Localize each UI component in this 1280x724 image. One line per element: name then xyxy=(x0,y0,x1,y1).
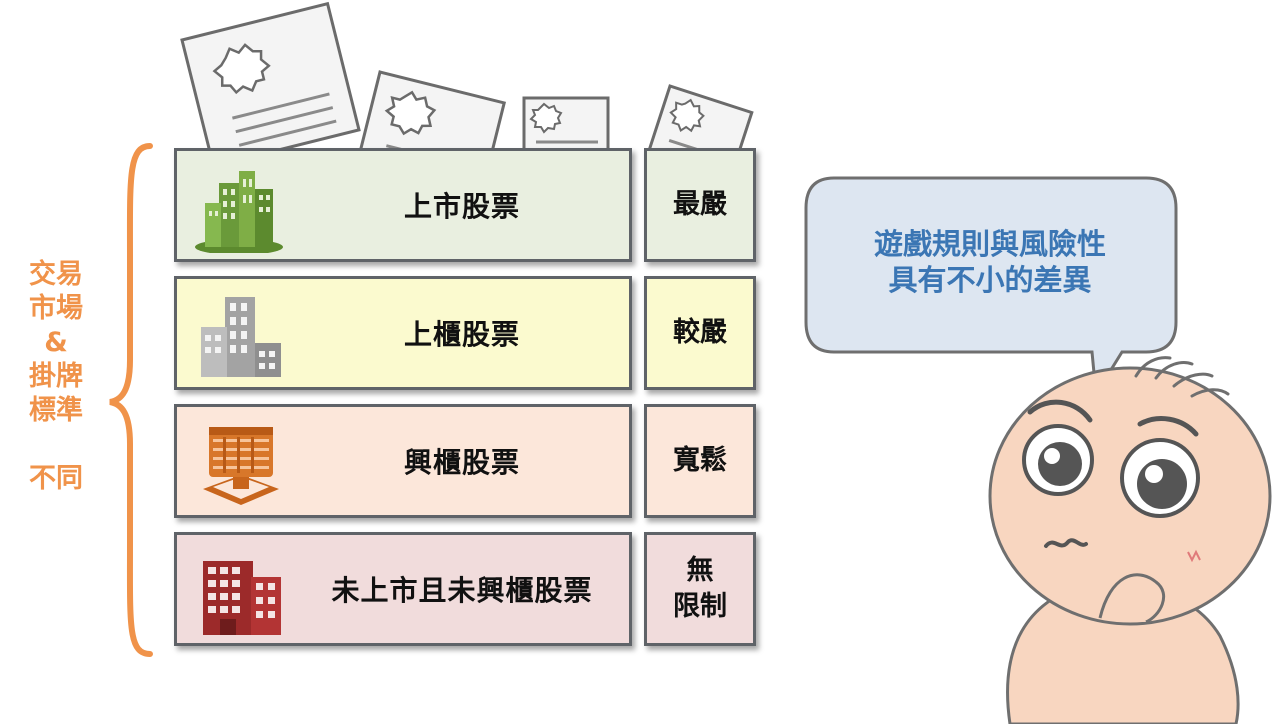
rule-unrestricted: 無 限制 xyxy=(644,532,756,646)
caption-line: & xyxy=(44,327,68,358)
tier-listed-stocks: 上市股票 xyxy=(174,148,632,262)
tier-otc-stocks: 上櫃股票 xyxy=(174,276,632,390)
rule-label: 較嚴 xyxy=(673,317,727,348)
caption-line: 標準 xyxy=(29,395,83,426)
caption-spacer xyxy=(8,428,104,462)
rule-label: 限制 xyxy=(673,591,727,622)
caption-line: 掛牌 xyxy=(29,361,83,392)
caption-line: 交易 xyxy=(29,259,83,290)
certificate-icon xyxy=(353,70,507,160)
tier-label: 興櫃股票 xyxy=(403,446,520,479)
caption-line: 市場 xyxy=(29,293,83,324)
thinking-character-illustration xyxy=(988,356,1272,724)
red-buildings-icon xyxy=(203,561,281,635)
tier-label: 上櫃股票 xyxy=(403,318,520,351)
market-standards-caption: 交易 市場 & 掛牌 標準 不同 xyxy=(8,258,104,496)
rule-label: 無 xyxy=(686,555,714,586)
caption-line: 不同 xyxy=(29,463,83,494)
bubble-line: 遊戲規則與風險性 xyxy=(873,227,1106,261)
rule-strictest: 最嚴 xyxy=(644,148,756,262)
certificates-illustration xyxy=(180,1,754,160)
rule-label: 寬鬆 xyxy=(673,445,727,476)
tier-label: 未上市且未興櫃股票 xyxy=(331,574,593,607)
tier-emerging-stocks: 興櫃股票 xyxy=(174,404,632,518)
bubble-line: 具有不小的差異 xyxy=(888,263,1092,297)
tier-label: 上市股票 xyxy=(403,190,520,223)
speech-bubble-text: 遊戲規則與風險性 具有不小的差異 xyxy=(820,226,1160,298)
green-skyscraper-icon xyxy=(195,171,283,253)
rule-stricter: 較嚴 xyxy=(644,276,756,390)
tier-unlisted-stocks: 未上市且未興櫃股票 xyxy=(174,532,632,646)
orange-building-icon xyxy=(203,427,279,505)
curly-brace-icon xyxy=(109,143,153,657)
gray-buildings-icon xyxy=(201,297,281,377)
certificate-icon xyxy=(180,1,361,160)
rule-label: 最嚴 xyxy=(673,189,727,220)
rule-loose: 寬鬆 xyxy=(644,404,756,518)
